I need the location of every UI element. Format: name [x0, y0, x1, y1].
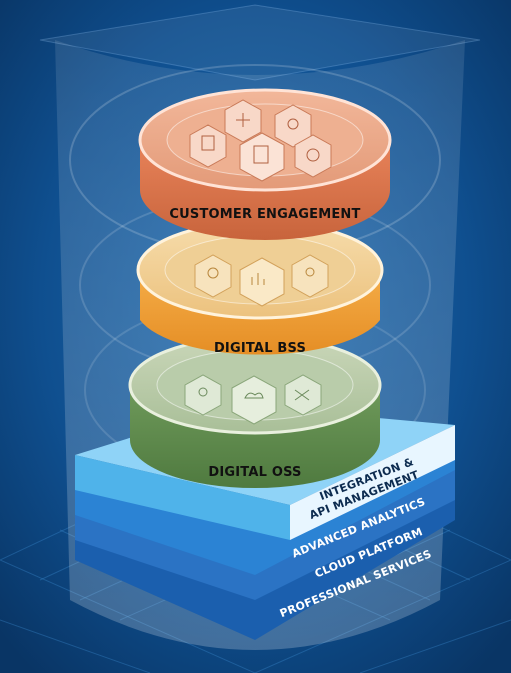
digital-bss-layer: DIGITAL BSS — [136, 220, 384, 356]
top-plane — [39, 4, 481, 81]
integration-right-face — [290, 425, 455, 540]
gear-icon — [194, 254, 232, 298]
customer-engagement-label: CUSTOMER ENGAGEMENT — [169, 207, 360, 222]
document-icon — [239, 132, 285, 182]
integration-left-face — [75, 455, 290, 540]
building-icon — [189, 124, 227, 168]
chart-icon — [239, 257, 285, 307]
digital-oss-layer: DIGITAL OSS — [128, 335, 382, 488]
people-icon — [291, 254, 329, 298]
professional-services-layer — [75, 470, 455, 640]
customer-engagement-layer: CUSTOMER ENGAGEMENT — [138, 88, 392, 240]
money-icon — [294, 134, 332, 178]
tools-icon — [284, 374, 322, 416]
advanced-analytics-layer — [75, 435, 455, 575]
cloud-icon — [231, 375, 277, 425]
digital-oss-label: DIGITAL OSS — [208, 465, 301, 480]
digital-bss-label: DIGITAL BSS — [214, 341, 306, 356]
network-icon — [184, 374, 222, 416]
arrows-icon — [224, 99, 262, 143]
cloud-platform-layer — [75, 450, 455, 600]
